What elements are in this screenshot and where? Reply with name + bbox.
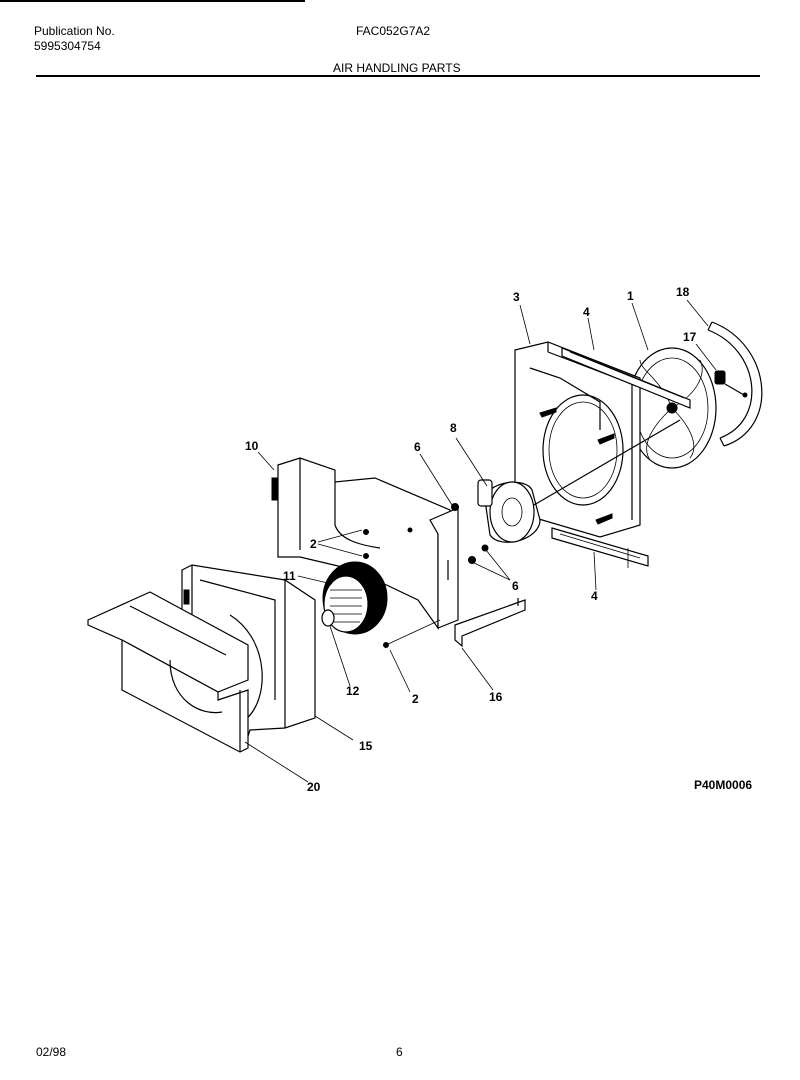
publication-number: 5995304754 [34,39,101,53]
part-seal-strip-bottom [551,527,649,568]
top-left-rule [0,0,305,2]
callout-17: 17 [683,330,697,344]
part-clip [714,370,748,398]
section-title: AIR HANDLING PARTS [333,61,461,75]
part-shroud-ring [707,321,763,447]
page-number: 6 [396,1045,403,1059]
callout-1: 1 [627,289,634,303]
leader-lines [244,299,717,783]
part-front-duct [87,591,249,753]
callout-8: 8 [450,421,457,435]
drawing-code: P40M0006 [694,778,752,792]
header-rule [36,75,760,77]
part-blower-wheel [321,561,388,635]
footer-date: 02/98 [36,1045,67,1059]
callout-11: 11 [283,569,296,583]
part-blower-motor [477,419,681,543]
callout-15: 15 [359,739,373,753]
model-number: FAC052G7A2 [356,24,431,38]
callout-2-left: 2 [310,537,317,551]
part-fan-blade [627,347,717,469]
part-screws [363,527,441,648]
callout-6-top: 6 [414,440,421,454]
callout-2-bottom: 2 [412,692,419,706]
callout-4-top: 4 [583,305,590,319]
callout-12: 12 [346,684,360,698]
part-seal-strip-top [561,347,691,409]
callout-6-bottom: 6 [512,579,519,593]
callout-4-bottom: 4 [591,589,598,603]
publication-label: Publication No. [34,24,115,38]
callout-10: 10 [245,439,259,453]
callout-3: 3 [513,290,520,304]
part-bottom-bracket [454,598,526,648]
part-motor-bracket [429,503,489,629]
callout-16: 16 [489,690,503,704]
callout-20: 20 [307,780,321,794]
callout-18: 18 [676,285,690,299]
